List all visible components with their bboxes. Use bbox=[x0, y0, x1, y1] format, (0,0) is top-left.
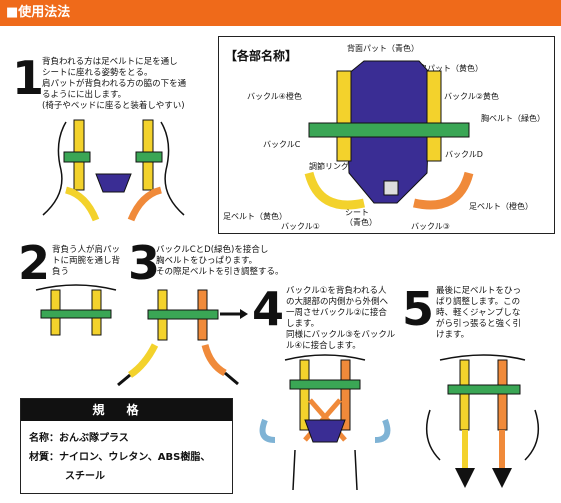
label-seat: シート bbox=[345, 208, 369, 217]
label-seat-color: （青色） bbox=[345, 218, 377, 227]
step-5-number: 5 bbox=[402, 282, 435, 336]
label-buckle-d: バックルD bbox=[445, 150, 483, 159]
label-buckle-3: バックル③ bbox=[411, 222, 450, 231]
step-3-text: バックルCとD(緑色)を接合し 胸ベルトをひっぱります。 その際足ベルトを引き調… bbox=[156, 245, 284, 277]
label-buckle-4: バックル④橙色 bbox=[247, 92, 302, 101]
step-4-text: バックル①を背負われる人 の大腿部の内側から外側へ 一周させバックル②に接合 し… bbox=[286, 286, 396, 351]
spec-box: 規格 名称：おんぶ隊プラス 材質：ナイロン、ウレタン、ABS樹脂、 スチール bbox=[20, 398, 233, 494]
label-buckle-c: バックルC bbox=[263, 140, 301, 149]
step-5-text: 最後に足ベルトをひっ ぱり調整します。この 時、軽くジャンプしな がら引っ張ると… bbox=[436, 286, 522, 340]
label-adjust-ring: 調節リング bbox=[309, 162, 349, 171]
spec-material-2: スチール bbox=[65, 471, 105, 482]
label-buckle-2: バックル②黄色 bbox=[444, 92, 499, 101]
step-2-illustration bbox=[35, 284, 117, 336]
step-5-illustration bbox=[425, 354, 540, 488]
step-1-text: 背負われる方は足ベルトに足を通し シートに座れる姿勢をとる。 肩パットが背負われ… bbox=[42, 57, 187, 111]
label-buckle-1: バックル① bbox=[281, 222, 320, 231]
harness-illustration bbox=[304, 60, 474, 210]
step-3-illustration bbox=[117, 289, 248, 387]
label-shoulder-pad: 肩パット（黄色） bbox=[419, 64, 483, 73]
parts-title: 【各部名称】 bbox=[225, 49, 298, 63]
section-header: ■使用法法 bbox=[0, 0, 561, 26]
label-leg-belt-yellow: 足ベルト（黄色） bbox=[223, 212, 287, 221]
step-1-number: 1 bbox=[12, 51, 45, 105]
spec-title: 規格 bbox=[21, 399, 232, 421]
step-4-illustration bbox=[259, 354, 391, 491]
step-2-text: 背負う人が肩パッ トに両腕を通し背 負う bbox=[52, 245, 121, 277]
label-leg-belt-orange: 足ベルト（橙色） bbox=[469, 202, 533, 211]
step-2-number: 2 bbox=[18, 236, 51, 290]
step-1-illustration bbox=[42, 119, 185, 222]
spec-name: 名称：おんぶ隊プラス bbox=[29, 433, 129, 444]
spec-material: 材質：ナイロン、ウレタン、ABS樹脂、 bbox=[29, 452, 211, 463]
section-title: ■使用法法 bbox=[6, 5, 71, 20]
label-back-pad: 背面パット（青色） bbox=[347, 44, 419, 53]
label-chest-belt: 胸ベルト（緑色） bbox=[481, 114, 545, 123]
step-4-number: 4 bbox=[252, 282, 285, 336]
parts-diagram: 【各部名称】 背面パット（青色） 肩パット（黄色） バックル④橙色 バックル②黄… bbox=[218, 36, 555, 234]
step-3-number: 3 bbox=[128, 236, 161, 290]
